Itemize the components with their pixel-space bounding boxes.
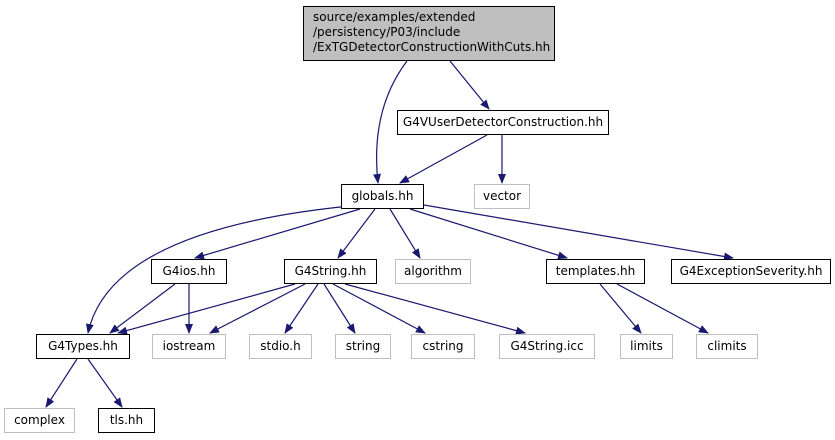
root-title-line-2: /persistency/P03/include [313, 25, 461, 39]
node-G4VUserDetectorConstruction-hh[interactable]: G4VUserDetectorConstruction.hh [397, 110, 609, 135]
node-complex[interactable]: complex [4, 408, 75, 433]
edge-g4string-to-g4stringicc [344, 283, 526, 335]
edge-g4types-to-complex [45, 358, 78, 408]
edge-g4types-to-tls [87, 358, 123, 408]
edge-g4string-to-string [323, 283, 356, 334]
node-ExTGDetectorConstructionWithCuts-hh[interactable]: source/examples/extended /persistency/P0… [303, 6, 555, 61]
node-G4ios-hh[interactable]: G4ios.hh [151, 259, 227, 284]
edge-templates-to-climits [616, 283, 709, 334]
node-G4String-icc[interactable]: G4String.icc [499, 334, 595, 359]
edge-templates-to-limits [599, 283, 642, 334]
node-climits[interactable]: climits [696, 334, 758, 359]
edge-globals-to-g4ios [194, 208, 361, 260]
edge-g4string-to-cstring [332, 283, 426, 334]
edge-globals-to-g4types [85, 205, 351, 334]
edge-g4string-to-g4types [117, 283, 296, 335]
edge-globals-to-g4exception [423, 204, 734, 261]
node-G4String-hh[interactable]: G4String.hh [284, 259, 377, 284]
edge-globals-to-g4string [337, 208, 376, 259]
node-G4Types-hh[interactable]: G4Types.hh [36, 334, 130, 359]
edge-g4string-to-iostream [209, 283, 306, 334]
edge-g4ios-to-g4types [109, 283, 176, 334]
node-cstring[interactable]: cstring [411, 334, 475, 359]
root-title-line-1: source/examples/extended [313, 10, 476, 24]
edge-globals-to-templates [409, 208, 568, 260]
edge-globals-to-algorithm [389, 208, 421, 259]
node-stdio-h[interactable]: stdio.h [249, 334, 312, 359]
edge-root-to-globals [373, 60, 408, 184]
node-limits[interactable]: limits [620, 334, 673, 359]
node-algorithm[interactable]: algorithm [395, 259, 471, 284]
node-vector[interactable]: vector [474, 184, 530, 209]
node-globals-hh[interactable]: globals.hh [341, 184, 424, 209]
edge-g4string-to-stdio [284, 283, 319, 334]
node-iostream[interactable]: iostream [152, 334, 226, 359]
edge-g4vuser-to-globals [399, 134, 488, 184]
node-tls-hh[interactable]: tls.hh [98, 408, 155, 433]
root-title-line-3: /ExTGDetectorConstructionWithCuts.hh [313, 40, 551, 54]
node-string[interactable]: string [335, 334, 391, 359]
node-templates-hh[interactable]: templates.hh [546, 259, 645, 284]
node-G4ExceptionSeverity-hh[interactable]: G4ExceptionSeverity.hh [671, 259, 831, 284]
edge-root-to-g4vuser [449, 60, 490, 110]
